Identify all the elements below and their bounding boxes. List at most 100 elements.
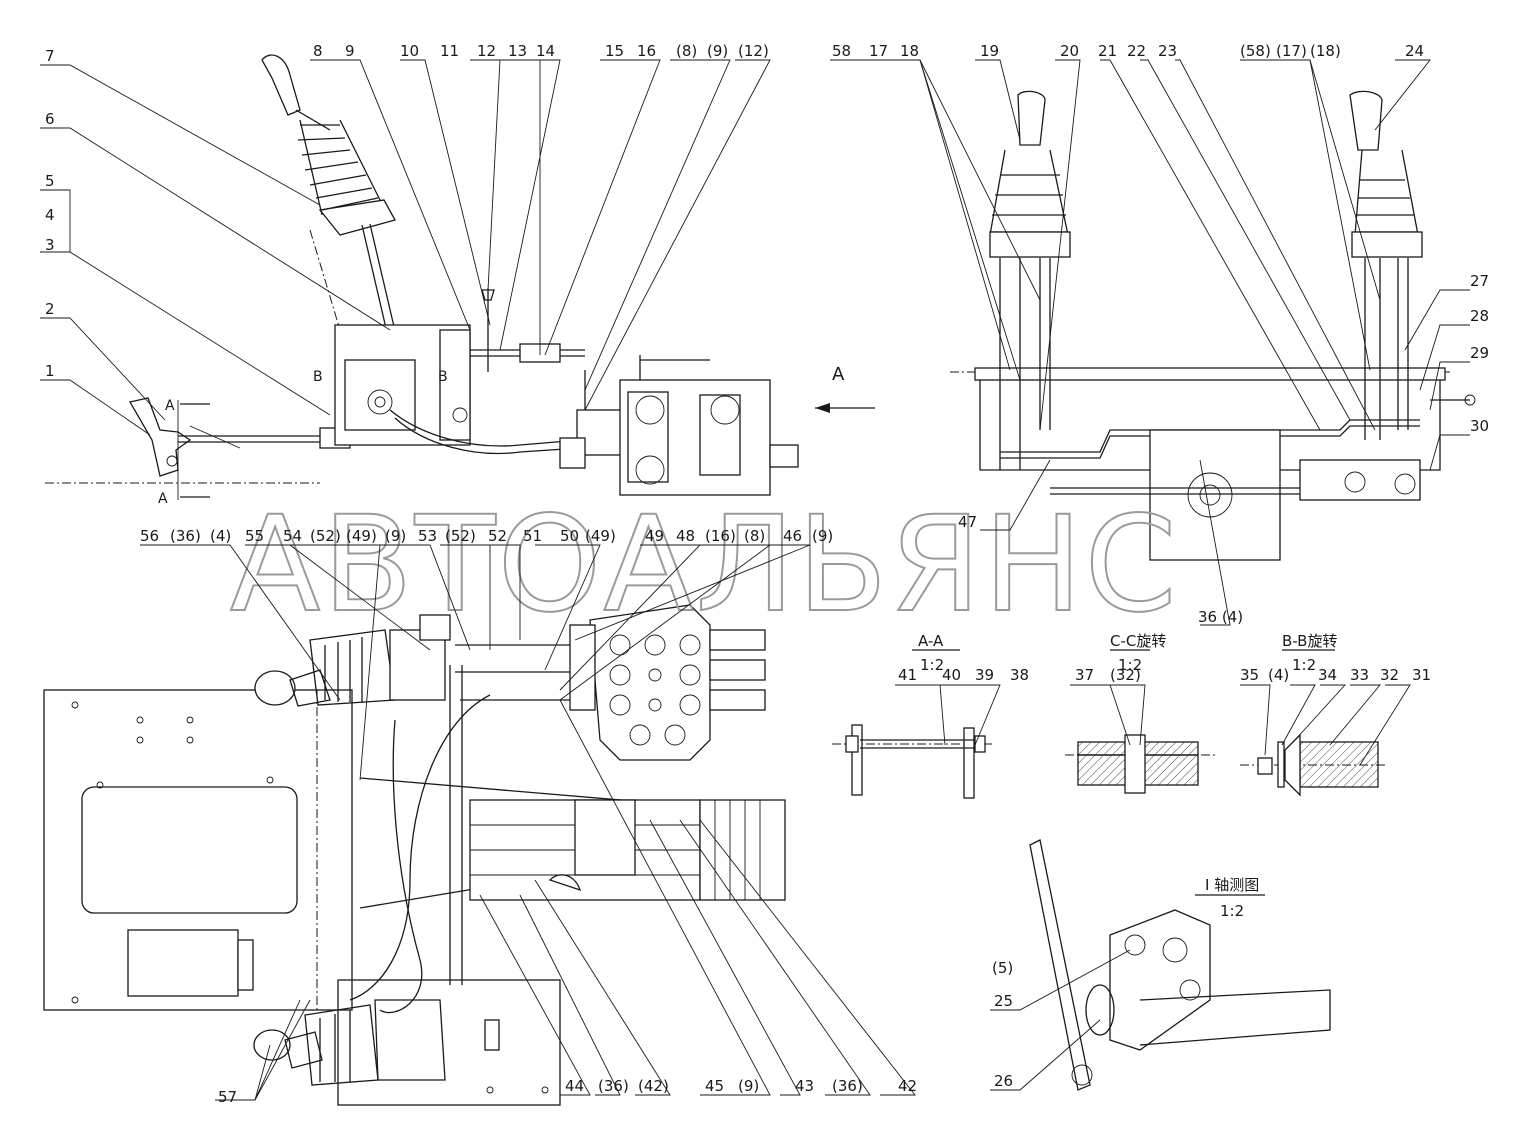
isometric-detail	[1029, 839, 1331, 1091]
isometric-scale: 1:2	[1220, 902, 1244, 920]
callout-16: 16	[637, 42, 656, 60]
callout-22: 22	[1127, 42, 1146, 60]
callout-12-ref: (12)	[738, 42, 769, 60]
callout-5: 5	[45, 172, 55, 190]
callout-45: 45	[705, 1077, 724, 1095]
callout-52-ref: (52)	[310, 527, 341, 545]
callout-20: 20	[1060, 42, 1079, 60]
callout-34: 34	[1318, 666, 1337, 684]
callout-9: 9	[345, 42, 355, 60]
callout-17: 17	[869, 42, 888, 60]
callout-29: 29	[1470, 344, 1489, 362]
callout-41: 41	[898, 666, 917, 684]
callout-47: 47	[958, 513, 977, 531]
callout-43: 43	[795, 1077, 814, 1095]
callout-7: 7	[45, 47, 55, 65]
plan-view	[43, 604, 786, 1106]
callout-31: 31	[1412, 666, 1431, 684]
callout-39: 39	[975, 666, 994, 684]
callout-8-ref: (8)	[676, 42, 697, 60]
callout-36-ref: (36)	[170, 527, 201, 545]
callout-1: 1	[45, 362, 55, 380]
view-a-right	[950, 90, 1476, 561]
section-bb-title: B-B旋转	[1282, 632, 1337, 650]
section-b-b	[1240, 649, 1385, 797]
section-mark-a-top: A	[165, 398, 175, 414]
callout-50: 50	[560, 527, 579, 545]
callout-labels: 1 2 3 4 5 6 7 8 9 10 11 12 13 14 15 16 (…	[45, 42, 1489, 1106]
callout-42-ref: (42)	[638, 1077, 669, 1095]
callout-8: 8	[313, 42, 323, 60]
callout-53: 53	[418, 527, 437, 545]
callout-55: 55	[245, 527, 264, 545]
callout-48: 48	[676, 527, 695, 545]
callout-37: 37	[1075, 666, 1094, 684]
callout-19: 19	[980, 42, 999, 60]
callout-25: 25	[994, 992, 1013, 1010]
section-aa-title: A-A	[918, 632, 944, 650]
callout-36-4: 36 (4)	[1198, 608, 1243, 626]
callout-9-ref-2: (9)	[385, 527, 406, 545]
callout-46: 46	[783, 527, 802, 545]
callout-58: 58	[832, 42, 851, 60]
callout-49: 49	[645, 527, 664, 545]
callout-58-ref: (58)	[1240, 42, 1271, 60]
callout-56: 56	[140, 527, 159, 545]
callout-23: 23	[1158, 42, 1177, 60]
callout-9-ref: (9)	[707, 42, 728, 60]
leader-lines	[40, 59, 1470, 1101]
callout-12: 12	[477, 42, 496, 60]
callout-49-ref-2: (49)	[585, 527, 616, 545]
callout-5-ref: (5)	[992, 959, 1013, 977]
callout-32-ref: (32)	[1110, 666, 1141, 684]
callout-3: 3	[45, 236, 55, 254]
isometric-title: I 轴测图	[1205, 876, 1259, 894]
callout-4: 4	[45, 206, 55, 224]
callout-8-ref-2: (8)	[744, 527, 765, 545]
callout-4-ref-2: (4)	[1268, 666, 1289, 684]
callout-15: 15	[605, 42, 624, 60]
callout-32: 32	[1380, 666, 1399, 684]
callout-16-ref: (16)	[705, 527, 736, 545]
callout-18: 18	[900, 42, 919, 60]
callout-52: 52	[488, 527, 507, 545]
section-cc-scale: 1:2	[1118, 656, 1142, 674]
section-cc-title: C-C旋转	[1110, 632, 1166, 650]
section-mark-b-left: B	[313, 369, 323, 385]
watermark: АВТОАЛЬЯНС	[230, 488, 1179, 642]
callout-11: 11	[440, 42, 459, 60]
callout-6: 6	[45, 110, 55, 128]
section-a-a	[832, 649, 992, 799]
side-view-left: A A A B B	[45, 54, 875, 507]
callout-26: 26	[994, 1072, 1013, 1090]
callout-17-ref: (17)	[1276, 42, 1307, 60]
callout-28: 28	[1470, 307, 1489, 325]
callout-13: 13	[508, 42, 527, 60]
section-aa-scale: 1:2	[920, 656, 944, 674]
callout-2: 2	[45, 300, 55, 318]
callout-18-ref: (18)	[1310, 42, 1341, 60]
callout-30: 30	[1470, 417, 1489, 435]
callout-49-ref: (49)	[346, 527, 377, 545]
section-bb-scale: 1:2	[1292, 656, 1316, 674]
callout-36-ref-3: (36)	[832, 1077, 863, 1095]
boot-bellows-left	[297, 119, 381, 216]
section-mark-a-bottom: A	[158, 491, 168, 507]
section-titles: A-A 1:2 C-C旋转 1:2 B-B旋转 1:2 I 轴测图 1:2	[918, 632, 1337, 920]
callout-52-ref-2: (52)	[445, 527, 476, 545]
callout-33: 33	[1350, 666, 1369, 684]
callout-9-ref-4: (9)	[738, 1077, 759, 1095]
callout-14: 14	[536, 42, 555, 60]
callout-40: 40	[942, 666, 961, 684]
callout-9-ref-3: (9)	[812, 527, 833, 545]
callout-36-ref-2: (36)	[598, 1077, 629, 1095]
callout-44: 44	[565, 1077, 584, 1095]
view-a-letter: A	[832, 364, 845, 385]
callout-35: 35	[1240, 666, 1259, 684]
callout-10: 10	[400, 42, 419, 60]
callout-27: 27	[1470, 272, 1489, 290]
callout-42: 42	[898, 1077, 917, 1095]
callout-51: 51	[523, 527, 542, 545]
